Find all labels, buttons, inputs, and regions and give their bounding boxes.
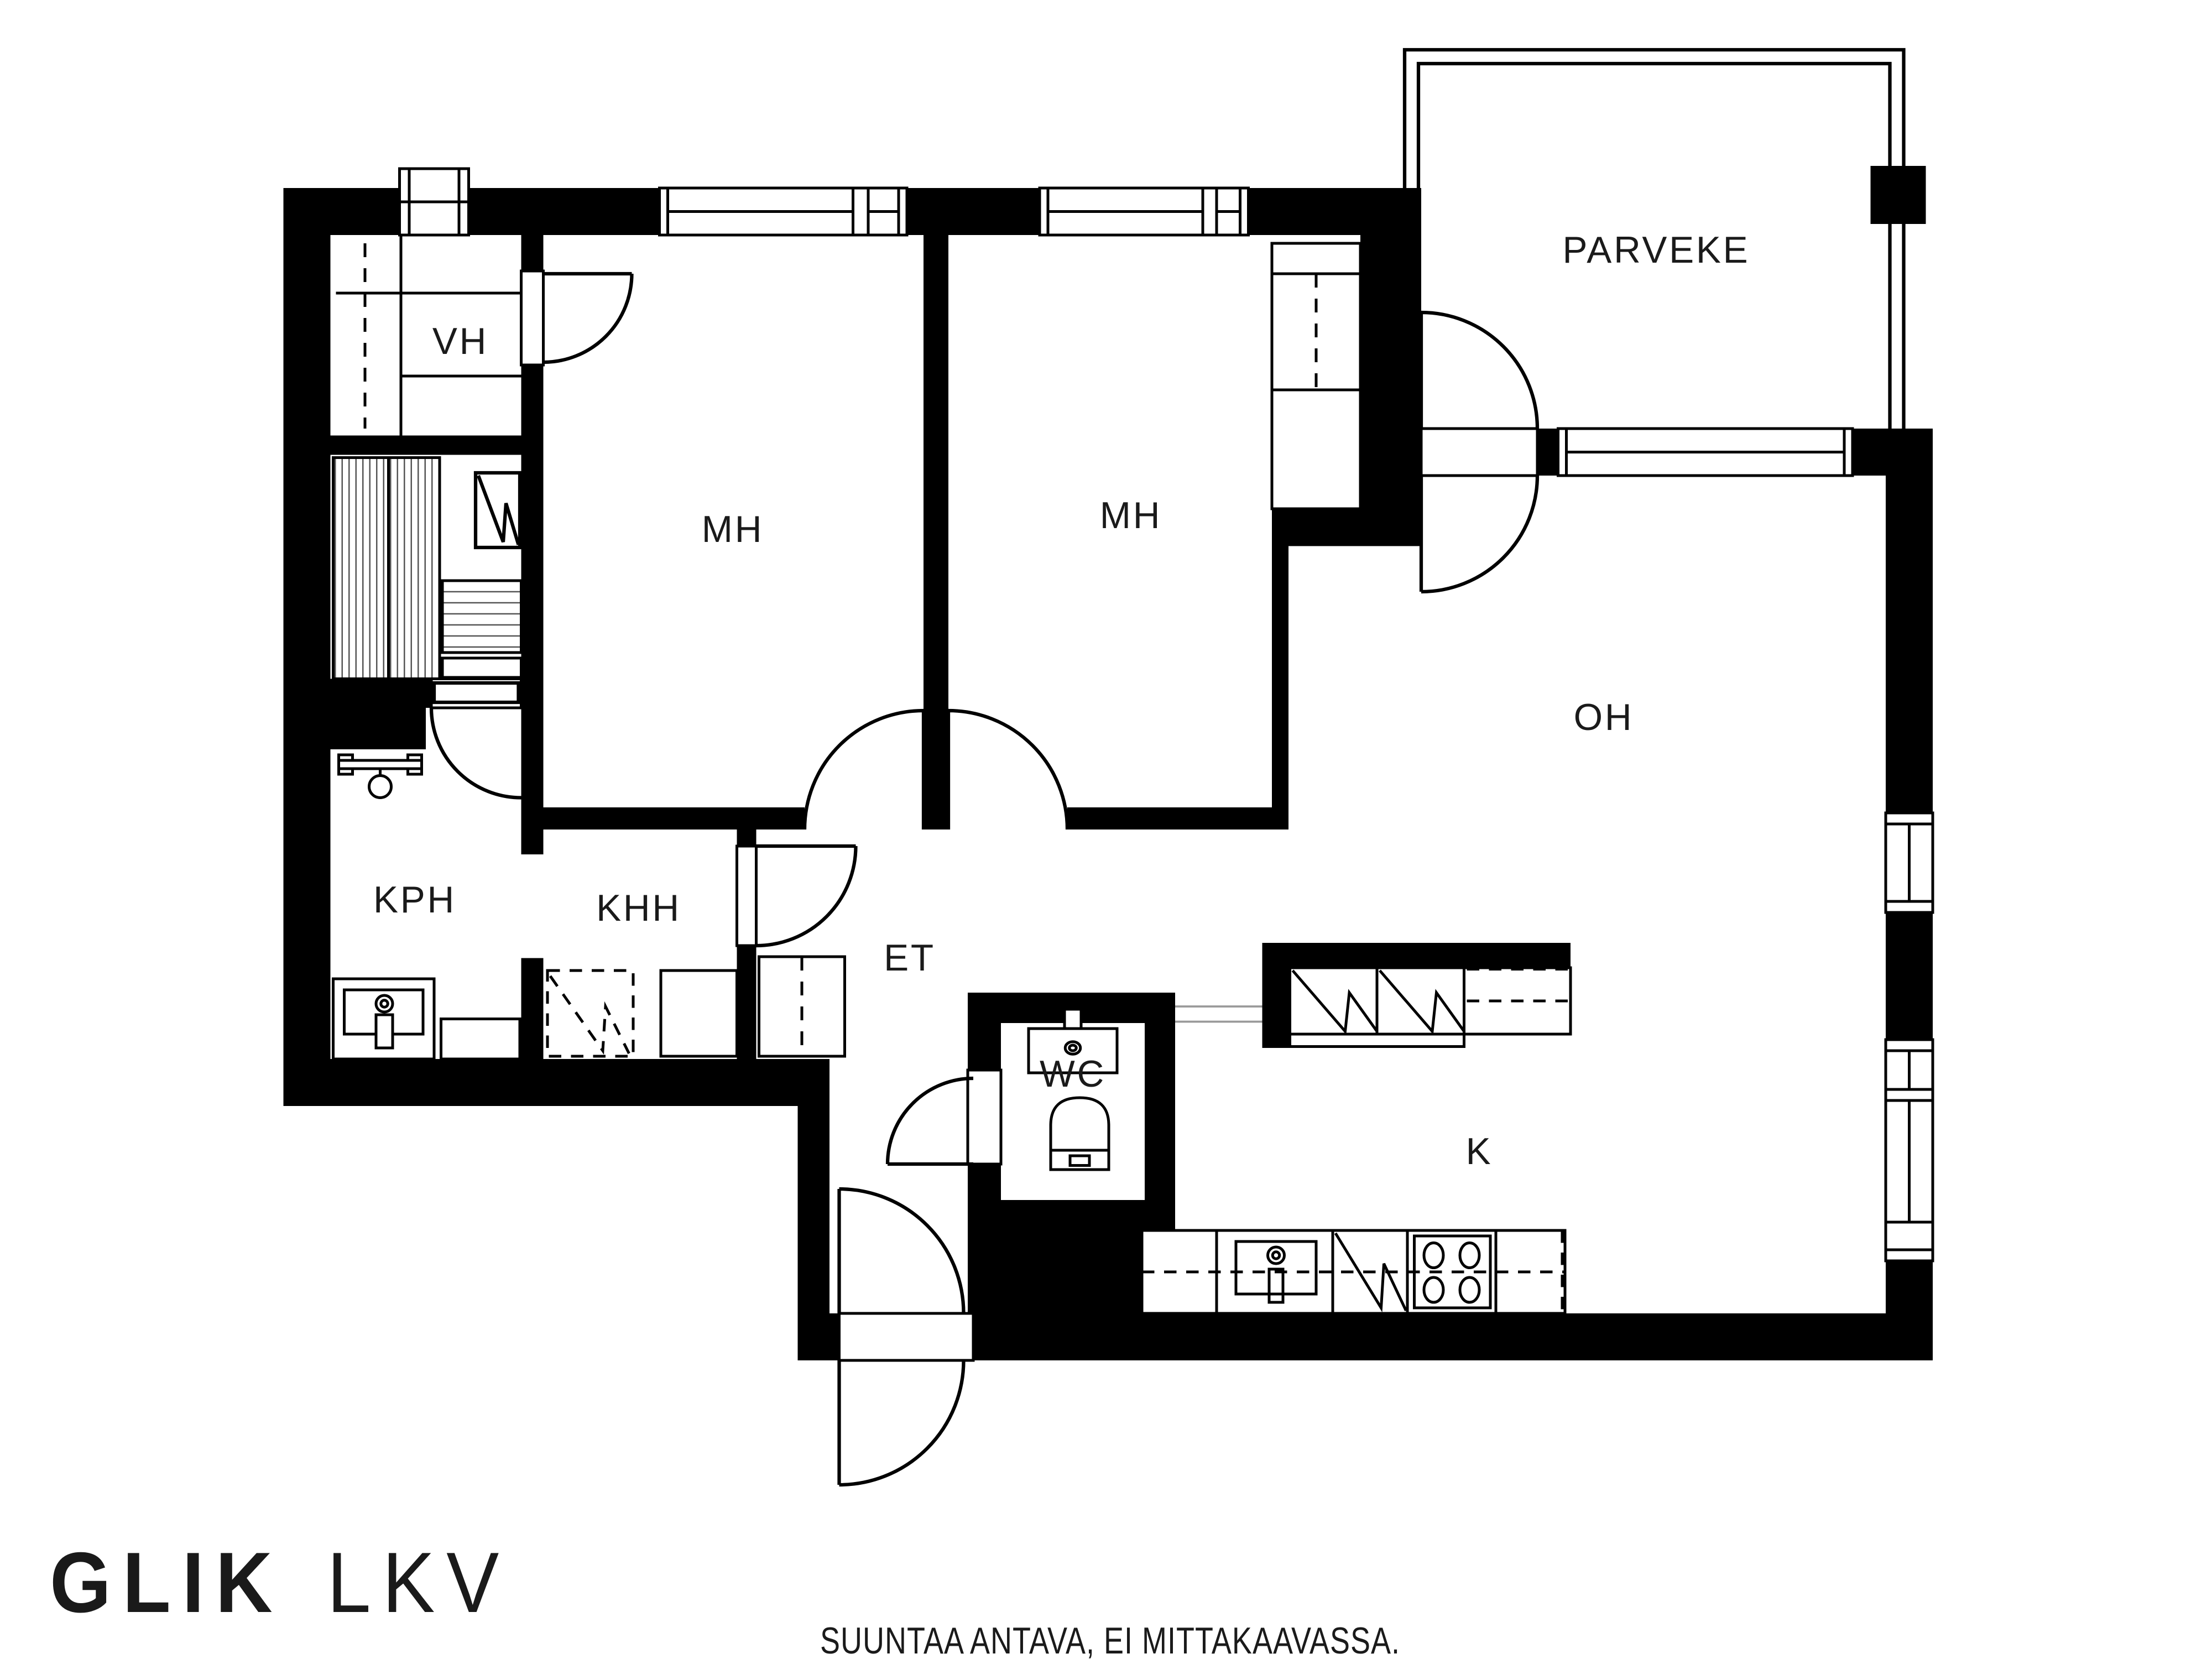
kitchen-pass-hairlines [1175, 1005, 1262, 1023]
door-entrance [837, 1187, 966, 1487]
door-mh1 [802, 708, 926, 830]
brand-logo-primary: GLIK [50, 1534, 284, 1630]
wall-et-step [797, 1106, 830, 1313]
footer: GLIK LKV SUUNTAA ANTAVA, EI MITTAKAAVASS… [50, 1534, 1400, 1659]
door-openings [430, 269, 1539, 1362]
duct [330, 708, 426, 749]
khh-fixtures [546, 969, 738, 1058]
room-label-et: ET [884, 937, 936, 979]
stove-icon [1413, 1234, 1492, 1310]
room-labels: VH MH MH PARVEKE OH KPH KHH ET WC K [373, 229, 1750, 1172]
island-end-wall [1262, 943, 1290, 1048]
window-oh-balcony [1557, 427, 1854, 477]
door-balcony [1419, 310, 1540, 594]
room-label-khh: KHH [596, 888, 681, 929]
kph-fixtures [330, 708, 521, 1061]
khh-cabinet [659, 969, 738, 1058]
et-wardrobe [758, 955, 846, 1058]
wall-wc-right [1145, 993, 1175, 1200]
room-label-wc: WC [1040, 1053, 1106, 1095]
shower-icon [337, 753, 423, 799]
vh-wardrobes [336, 235, 521, 436]
wall-kitchen-nook [1360, 188, 1421, 546]
wall-vh-bottom [330, 435, 544, 455]
wall-recess-window [398, 167, 470, 237]
door-opening-entrance [838, 1312, 975, 1362]
kitchen-sink-icon [1234, 1240, 1318, 1304]
door-opening-mh1 [805, 807, 924, 830]
room-label-vh: VH [432, 321, 488, 362]
wall-left [283, 188, 331, 1106]
dishwasher-icon [1379, 969, 1465, 1035]
passage-kph-khh [521, 854, 544, 958]
window-oh-right-upper [1884, 811, 1934, 914]
door-mh2 [946, 708, 1070, 830]
dishwasher-icon [1334, 1232, 1407, 1313]
room-label-mh2: MH [1100, 495, 1162, 536]
toilet-icon [1049, 1096, 1110, 1171]
wall-kph-khh-bottom [283, 1059, 830, 1106]
bathroom-sink-icon [332, 977, 436, 1061]
disclaimer-text: SUUNTAA ANTAVA, EI MITTAKAAVASSA. [820, 1620, 1400, 1659]
door-wc [885, 1076, 974, 1166]
washing-machine-icon [546, 969, 635, 1058]
door-opening-khh [735, 844, 758, 947]
wc-fixtures [1027, 1008, 1119, 1171]
door-khh [756, 844, 858, 948]
room-label-oh: OH [1574, 697, 1634, 738]
sauna-bench-step-icon [441, 579, 523, 654]
kitchen-counter [1140, 1229, 1567, 1315]
door-sauna [429, 681, 521, 800]
island-half-wall [1262, 943, 1571, 968]
wall-between-bedrooms [924, 235, 948, 807]
room-label-parveke: PARVEKE [1563, 229, 1750, 271]
balcony-railing [1402, 48, 1906, 429]
sauna-heater-icon [473, 471, 522, 550]
room-label-mh1: MH [702, 509, 764, 550]
balcony-pillar [1870, 166, 1926, 224]
door-opening-wc [966, 1068, 1003, 1166]
sauna-benches-icon [332, 456, 441, 680]
wall-bottom [968, 1313, 1933, 1360]
window-mh2 [1038, 186, 1250, 237]
window-oh-right-lower [1884, 1038, 1934, 1262]
room-label-k: K [1466, 1131, 1493, 1172]
wc-sink-icon [1027, 1008, 1119, 1074]
brand-logo-secondary: LKV [327, 1534, 510, 1630]
door-opening-balcony [1420, 427, 1539, 477]
door-opening-vh [520, 269, 545, 367]
window-mh1 [658, 186, 909, 237]
door-vh [543, 272, 634, 364]
wall-sauna-front [330, 679, 431, 708]
windows [398, 167, 1934, 1262]
door-opening-mh2 [948, 807, 1067, 830]
kitchen-tall-cabinet [1270, 242, 1362, 510]
dishwasher-icon [1291, 969, 1379, 1035]
wall-mh2-kitchen [1272, 546, 1288, 807]
room-label-kph: KPH [373, 879, 456, 921]
doors [429, 272, 1540, 1487]
kph-cabinet [440, 1018, 521, 1061]
kitchen-island [1288, 966, 1572, 1048]
sauna [332, 456, 523, 680]
